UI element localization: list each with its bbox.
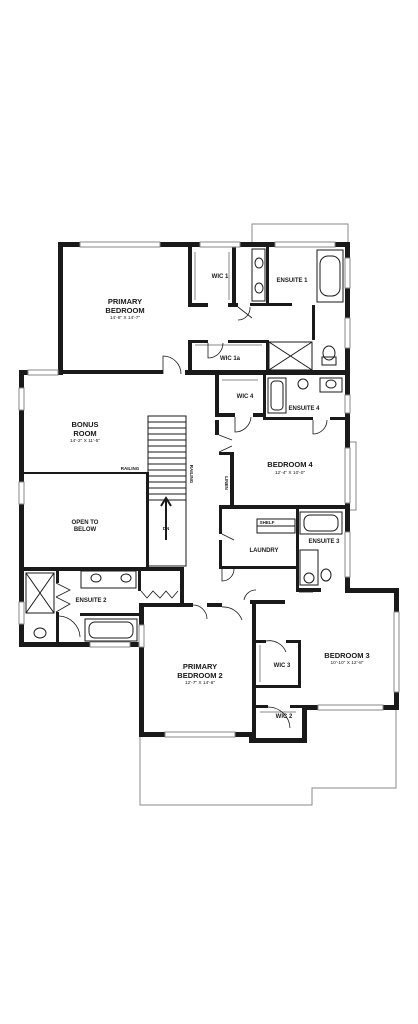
primary-bedroom2-dim: 12'-7" X 14'-6": [185, 680, 216, 686]
primary-bedroom-label: PRIMARY: [108, 297, 142, 306]
bedroom4-dim: 12'-4" X 10'-0": [275, 470, 306, 476]
wic2-label: WIC 2: [276, 714, 293, 720]
bedroom4-label: BEDROOM 4: [267, 460, 313, 469]
room-labels: PRIMARY BEDROOM 14'-6" X 14'-7" WIC 1 WI…: [70, 274, 370, 720]
shelf-label: SHELF: [260, 520, 275, 525]
upper-deck-outline: [251, 223, 349, 244]
ensuite3-label: ENSUITE 3: [308, 539, 340, 545]
rear-deck-outline: [139, 710, 397, 806]
primary-bedroom-label-2: BEDROOM: [105, 306, 144, 315]
stair-dn-label: DN: [163, 526, 170, 531]
windows: [18, 241, 400, 738]
railing-label: RAILING: [121, 466, 140, 471]
primary-bedroom-dim: 14'-6" X 14'-7": [110, 315, 141, 321]
ensuite1-label: ENSUITE 1: [276, 278, 308, 284]
wic3-label: WIC 3: [274, 663, 291, 669]
wic4-label: WIC 4: [237, 394, 254, 400]
stair-treads: [148, 421, 186, 501]
railing-vertical-label: RAILING: [189, 465, 194, 484]
wic1-label: WIC 1: [212, 274, 229, 280]
open-to-below-label: OPEN TO: [72, 520, 99, 526]
wic1a-label: WIC 1a: [220, 356, 241, 362]
laundry-label: LAUNDRY: [249, 548, 278, 554]
primary-bedroom2-label: PRIMARY: [183, 662, 217, 671]
bonus-room-label-2: ROOM: [73, 429, 96, 438]
linen-label: LINEN: [224, 476, 229, 490]
bedroom3-label: BEDROOM 3: [324, 651, 369, 660]
fixtures: [25, 248, 344, 713]
bonus-room-label: BONUS: [71, 420, 98, 429]
open-to-below-label-2: BELOW: [74, 527, 97, 533]
doors: [55, 306, 328, 729]
ensuite2-label: ENSUITE 2: [75, 598, 107, 604]
bedroom3-dim: 10'-10" X 12'-8": [331, 660, 364, 666]
bonus-room-dim: 14'-2" X 11'-5": [70, 438, 100, 444]
ensuite4-label: ENSUITE 4: [288, 406, 320, 412]
side-deck-outline: [346, 441, 357, 511]
primary-bedroom2-label-2: BEDROOM 2: [177, 671, 222, 680]
interior-walls: [24, 247, 350, 740]
